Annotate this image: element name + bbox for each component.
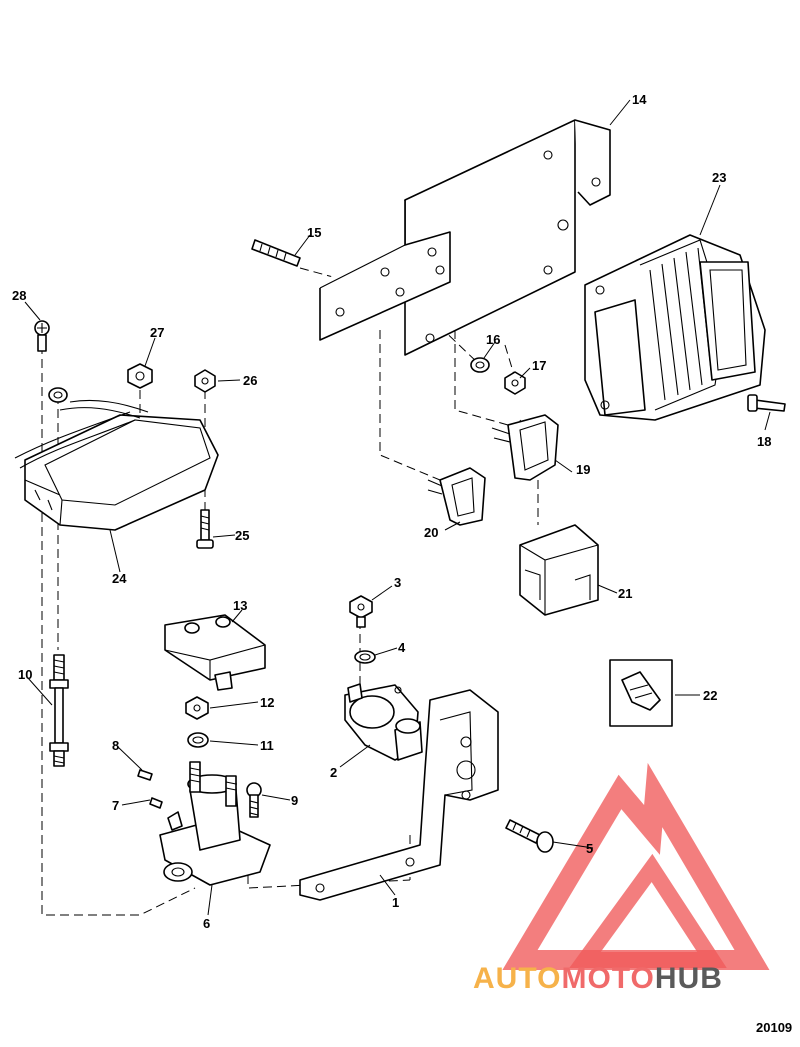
callout-2: 2 (330, 765, 337, 780)
part-12-nut (185, 696, 209, 720)
callout-24: 24 (112, 571, 127, 586)
part-26-nut (194, 369, 216, 393)
part-15-screw (251, 239, 301, 267)
callout-6: 6 (203, 916, 210, 931)
part-22-fuse (609, 659, 673, 727)
callout-9: 9 (291, 793, 298, 808)
callout-11: 11 (260, 738, 274, 753)
part-8-clip (137, 769, 153, 781)
part-18-bolt (747, 394, 786, 412)
part-4-washer (354, 650, 376, 664)
part-13-clip (164, 614, 266, 691)
part-10-stud (49, 654, 69, 767)
callout-21: 21 (618, 586, 632, 601)
part-3-bolt (349, 595, 373, 628)
callout-14: 14 (632, 92, 647, 107)
callout-3: 3 (394, 575, 401, 590)
callout-26: 26 (243, 373, 257, 388)
part-11-washer (187, 732, 209, 748)
callout-28: 28 (12, 288, 26, 303)
callout-12: 12 (260, 695, 274, 710)
callout-27: 27 (150, 325, 164, 340)
part-21-relay (519, 524, 599, 616)
callout-1: 1 (392, 895, 399, 910)
part-27-nut (127, 363, 153, 389)
callout-17: 17 (532, 358, 546, 373)
part-16-washer (470, 357, 490, 373)
callout-5: 5 (586, 841, 593, 856)
callout-8: 8 (112, 738, 119, 753)
callout-16: 16 (486, 332, 500, 347)
callout-13: 13 (233, 598, 247, 613)
callout-7: 7 (112, 798, 119, 813)
part-9-screw (246, 782, 262, 818)
part-25-screw (196, 509, 214, 549)
watermark-moto: MOTO (561, 962, 654, 995)
callout-23: 23 (712, 170, 726, 185)
part-7-clip (149, 797, 163, 809)
part-20-relay-socket (427, 467, 486, 526)
callout-labels: 14 15 23 16 17 18 19 20 21 22 28 27 26 2… (12, 92, 771, 931)
callout-25: 25 (235, 528, 249, 543)
callout-20: 20 (424, 525, 438, 540)
part-1-bracket (299, 689, 499, 901)
svg-text:AUTOMOTOHUB: AUTOMOTOHUB (473, 962, 723, 995)
part-24-module (14, 399, 219, 531)
callout-15: 15 (307, 225, 321, 240)
callout-22: 22 (703, 688, 717, 703)
watermark-hub: HUB (655, 962, 723, 995)
callout-19: 19 (576, 462, 590, 477)
figure-number: 20109 (756, 1020, 792, 1035)
leader-lines (24, 99, 771, 916)
watermark-auto: AUTO (473, 962, 561, 995)
watermark-logo-icon (502, 762, 770, 970)
callout-18: 18 (757, 434, 771, 449)
part-2-relay (344, 683, 423, 761)
part-14-bracket (319, 119, 611, 356)
part-washer-small (48, 387, 68, 403)
part-6-solenoid (159, 761, 271, 886)
part-28-screw (34, 320, 50, 352)
part-19-relay-socket (491, 414, 559, 481)
assembly-dashed-lines (41, 267, 539, 916)
part-5-screw (505, 819, 554, 853)
part-23-control-module (584, 234, 766, 421)
callout-10: 10 (18, 667, 32, 682)
callout-4: 4 (398, 640, 406, 655)
